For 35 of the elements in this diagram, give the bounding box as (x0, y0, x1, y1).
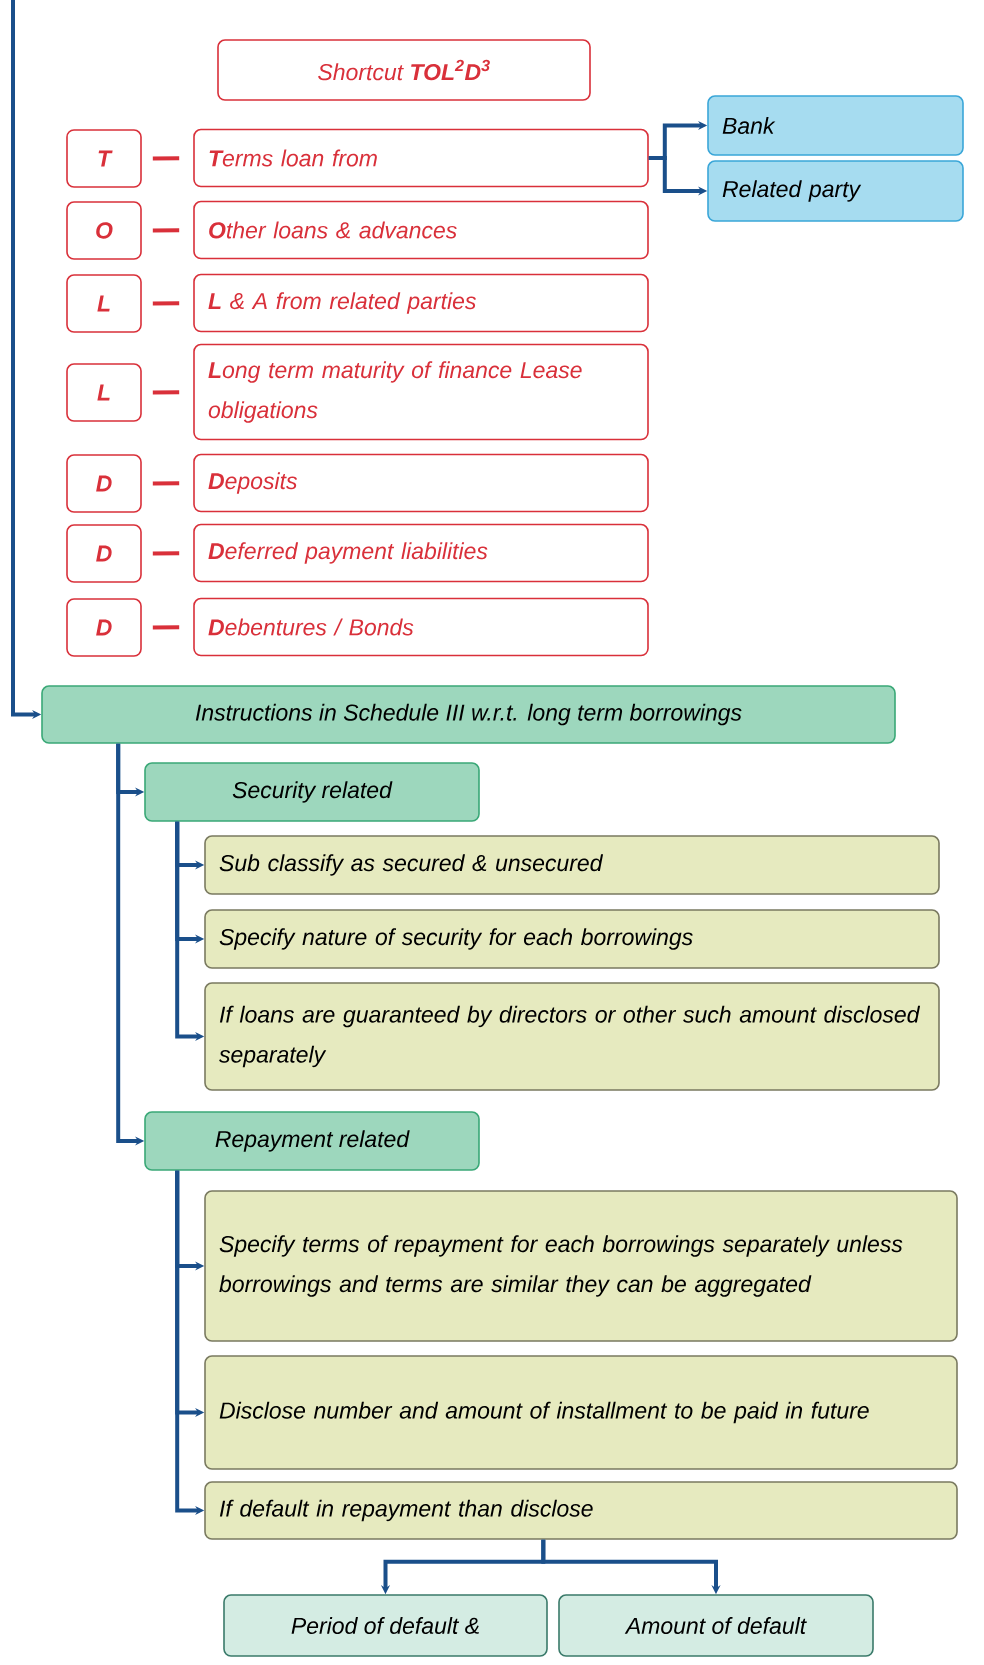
subheading-box: Repayment related (144, 1111, 480, 1171)
letter-box: L (66, 274, 142, 333)
instruction-box: If loans are guaranteed by directors or other such amount disclosed separately (204, 982, 940, 1091)
source-box: Related party (707, 160, 964, 222)
source-box: Bank (707, 95, 964, 156)
category-box: Other loans & advances (193, 200, 649, 260)
result-box: Amount of default (558, 1594, 874, 1657)
connector-line (152, 228, 180, 233)
title-box: Shortcut TOL$^{2}$D$^{3}$ (217, 39, 591, 101)
category-box: Debentures / Bonds (193, 597, 649, 657)
connector-line (152, 625, 180, 630)
category-box: Deposits (193, 453, 649, 513)
subheading-box: Security related (144, 762, 480, 822)
letter-box: D (66, 598, 142, 657)
letter-box: O (66, 201, 142, 260)
result-box: Period of default & (223, 1594, 548, 1657)
connector-line (152, 156, 180, 161)
letter-box: D (66, 524, 142, 583)
category-box: Terms loan from (193, 128, 649, 188)
instruction-box: Disclose number and amount of installment to be paid in future (204, 1355, 958, 1470)
connector-line (152, 390, 180, 395)
connector-line (152, 481, 180, 486)
letter-box: T (66, 129, 142, 188)
category-box: Long term maturity of finance Lease obligations (193, 343, 649, 441)
category-box: Deferred payment liabilities (193, 523, 649, 583)
instruction-box: Specify nature of security for each borrowings (204, 909, 940, 969)
instruction-box: If default in repayment than disclose (204, 1481, 958, 1540)
heading-box: Instructions in Schedule III w.r.t. long term borrowings (41, 685, 896, 744)
instruction-box: Specify terms of repayment for each borrowings separately unless borrowings and terms are similar they can be aggregated (204, 1190, 958, 1342)
letter-box: L (66, 363, 142, 422)
connector-line (152, 551, 180, 556)
connector-line (152, 301, 180, 306)
category-box: L & A from related parties (193, 273, 649, 333)
instruction-box: Sub classify as secured & unsecured (204, 835, 940, 895)
letter-box: D (66, 454, 142, 513)
